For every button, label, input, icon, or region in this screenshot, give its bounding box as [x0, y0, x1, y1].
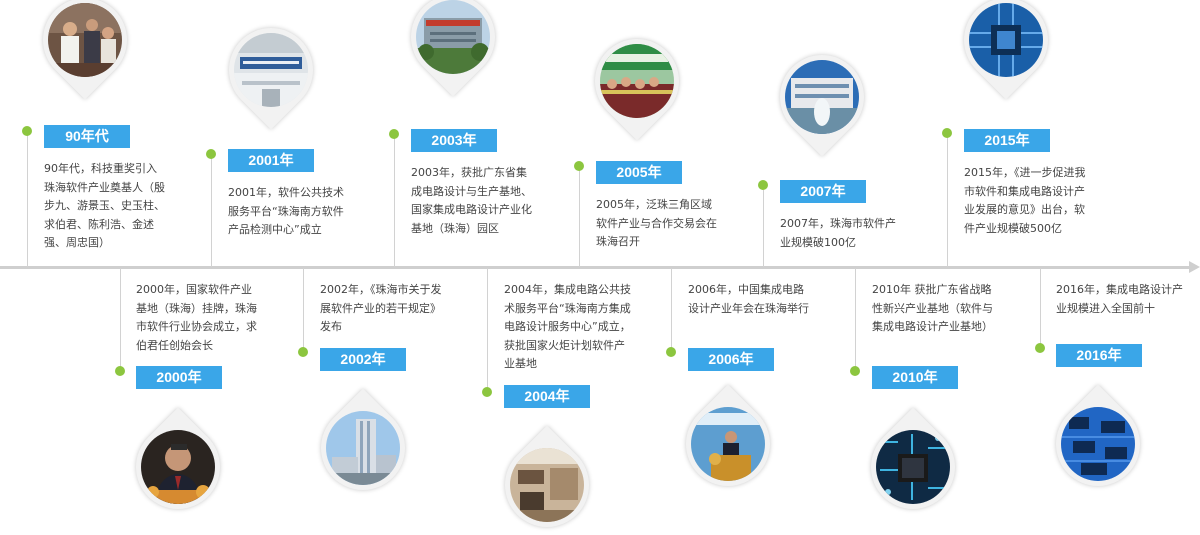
event-dot — [22, 126, 32, 136]
event-dot — [482, 387, 492, 397]
event-dot — [574, 161, 584, 171]
event-stem — [763, 190, 764, 267]
office-lobby-photo — [510, 448, 584, 522]
event-stem — [487, 268, 488, 392]
event-stem — [120, 268, 121, 371]
year-badge: 2007年 — [780, 180, 866, 203]
year-badge: 2002年 — [320, 348, 406, 371]
year-badge: 2005年 — [596, 161, 682, 184]
year-badge: 2001年 — [228, 149, 314, 172]
event-description: 2001年，软件公共技术服务平台“珠海南方软件产品检测中心”成立 — [228, 186, 344, 236]
year-badge: 2003年 — [411, 129, 497, 152]
speaker-portrait — [141, 430, 215, 504]
testing-center-photo — [234, 33, 308, 107]
ceremony-photo — [48, 3, 122, 77]
tower-building-photo — [326, 411, 400, 485]
event-description: 2007年，珠海市软件产业规模破100亿 — [780, 217, 896, 249]
event-description: 2002年，《珠海市关于发展软件产业的若干规定》发布 — [320, 283, 442, 333]
event-dot — [206, 149, 216, 159]
event-stem — [211, 155, 212, 267]
year-badge: 2000年 — [136, 366, 222, 389]
event-description: 2003年，获批广东省集成电路设计与生产基地、国家集成电路设计产业化基地（珠海）… — [411, 166, 532, 235]
event-stem — [1040, 268, 1041, 352]
timeline-axis — [0, 266, 1192, 269]
event-stem — [947, 136, 948, 267]
event-stem — [671, 268, 672, 352]
event-description: 2000年，国家软件产业基地（珠海）挂牌，珠海市软件行业协会成立，求伯君任创始会… — [136, 283, 257, 352]
circuit-board-photo — [876, 430, 950, 504]
expo-event-photo — [600, 44, 674, 118]
event-stem — [27, 130, 28, 267]
event-description: 2015年，《进一步促进我市软件和集成电路设计产业发展的意见》出台，软件产业规模… — [964, 166, 1086, 235]
event-dot — [758, 180, 768, 190]
event-stem — [394, 136, 395, 267]
conference-speaker-photo — [691, 407, 765, 481]
event-description: 2006年，中国集成电路设计产业年会在珠海举行 — [688, 283, 809, 315]
event-stem — [579, 167, 580, 267]
event-dot — [850, 366, 860, 376]
event-dot — [389, 129, 399, 139]
year-badge: 2006年 — [688, 348, 774, 371]
event-description: 2010年 获批广东省战略性新兴产业基地（软件与集成电路设计产业基地） — [872, 283, 993, 333]
cpu-chip-photo — [969, 3, 1043, 77]
event-description: 2016年，集成电路设计产业规模进入全国前十 — [1056, 283, 1183, 315]
event-dot — [115, 366, 125, 376]
industrial-park-photo — [416, 0, 490, 74]
event-dot — [666, 347, 676, 357]
event-stem — [303, 268, 304, 352]
event-dot — [942, 128, 952, 138]
year-badge: 2015年 — [964, 129, 1050, 152]
fountain-building-photo — [785, 60, 859, 134]
year-badge: 2016年 — [1056, 344, 1142, 367]
year-badge: 90年代 — [44, 125, 130, 148]
event-description: 2004年，集成电路公共技术服务平台“珠海南方集成电路设计服务中心”成立，获批国… — [504, 283, 631, 370]
year-badge: 2010年 — [872, 366, 958, 389]
event-description: 2005年，泛珠三角区域软件产业与合作交易会在珠海召开 — [596, 198, 717, 248]
event-dot — [1035, 343, 1045, 353]
year-badge: 2004年 — [504, 385, 590, 408]
event-description: 90年代，科技重奖引入珠海软件产业奠基人（殷步九、游景玉、史玉柱、求伯君、陈利浩… — [44, 162, 165, 249]
event-stem — [855, 268, 856, 371]
arrow-right-icon — [1189, 261, 1200, 273]
event-dot — [298, 347, 308, 357]
chip-board-photo — [1061, 407, 1135, 481]
